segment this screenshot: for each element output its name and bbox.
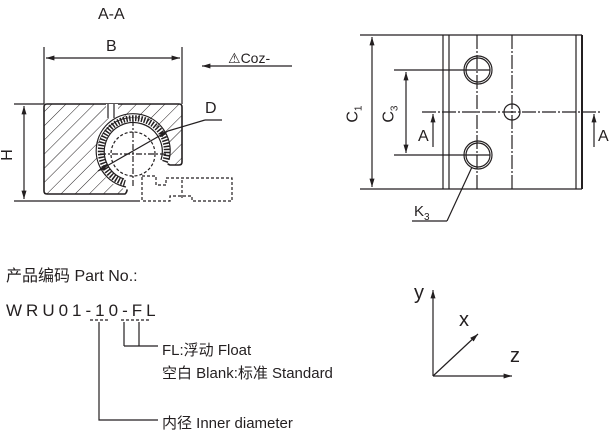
axis-x-arrow (432, 333, 479, 377)
warning-triangle-icon: ⚠ (228, 50, 241, 66)
diameter-dimension (97, 130, 169, 172)
center-hole (503, 103, 521, 121)
section-mark-right: A (598, 128, 609, 145)
axis-triad (430, 290, 512, 379)
float-desc: FL:浮动 Float (162, 342, 252, 359)
part-code: WRU01-10-FL (6, 301, 160, 320)
rail-outline (141, 175, 233, 202)
axis-z-label: z (510, 345, 520, 367)
top-view (360, 34, 602, 222)
section-title: A-A (98, 6, 125, 23)
ball-bushing (97, 115, 170, 186)
section-mark-left: A (418, 128, 429, 145)
axis-y-label: y (414, 282, 424, 304)
mounting-hole-bottom (463, 140, 493, 170)
width-label: B (106, 38, 117, 55)
diameter-label: D (205, 100, 217, 117)
part-code-leaders (90, 319, 158, 421)
c3-label: C3 (380, 105, 401, 123)
standard-desc: 空白 Blank:标准 Standard (162, 365, 333, 382)
load-label: ⚠Coz- (228, 50, 271, 66)
height-label: H (0, 149, 16, 161)
diameter-desc: 内径 Inner diameter (162, 415, 293, 432)
mounting-hole-top (463, 55, 493, 85)
section-view (14, 47, 292, 202)
hole-label: K3 (414, 203, 430, 223)
axis-x-label: x (459, 309, 469, 331)
part-number-heading: 产品编码 Part No.: (6, 268, 138, 285)
c1-label: C1 (344, 105, 365, 123)
